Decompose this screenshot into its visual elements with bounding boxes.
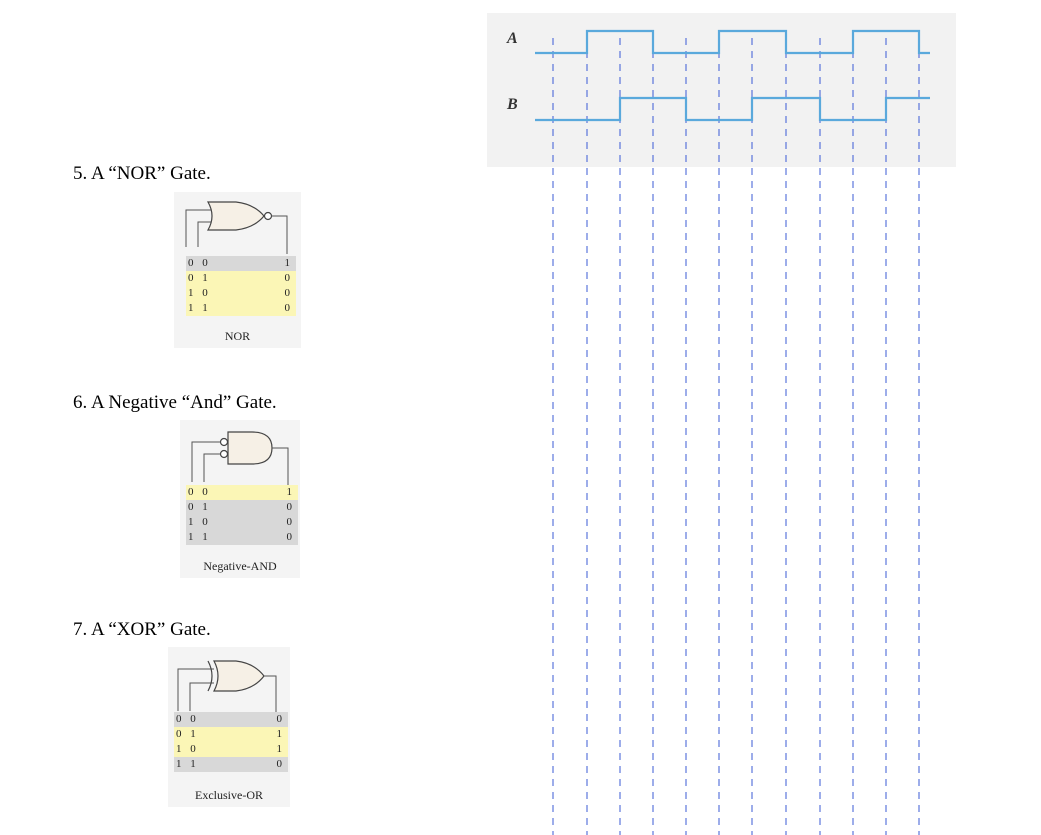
inputs: 0 0 xyxy=(188,257,211,269)
inputs: 1 1 xyxy=(176,758,199,770)
truth-table-row: 0 0 1 xyxy=(186,485,298,500)
output: 0 xyxy=(286,531,293,543)
output: 0 xyxy=(284,287,291,299)
inputs: 1 0 xyxy=(188,516,211,528)
timing-diagram-panel xyxy=(487,13,956,167)
truth-table: 0 0 1 0 1 0 1 0 0 1 1 0 xyxy=(186,485,298,545)
signal-label-b: B xyxy=(507,96,518,113)
inputs: 0 0 xyxy=(188,486,211,498)
truth-table-row: 0 0 1 xyxy=(186,256,296,271)
question-heading: 5. A “NOR” Gate. xyxy=(73,163,211,184)
negative-and-gate-figure: 0 0 1 0 1 0 1 0 0 1 1 0 Negative-AND xyxy=(180,420,300,578)
nor-gate-symbol xyxy=(185,201,288,254)
output: 0 xyxy=(284,302,291,314)
output: 0 xyxy=(286,516,293,528)
inputs: 1 1 xyxy=(188,302,211,314)
truth-table-row: 0 1 1 xyxy=(174,727,288,742)
signal-label-a: A xyxy=(507,30,518,47)
inputs: 1 0 xyxy=(188,287,211,299)
inputs: 0 1 xyxy=(176,728,199,740)
output: 1 xyxy=(284,257,291,269)
truth-table-row: 0 1 0 xyxy=(186,500,298,515)
gate-caption: NOR xyxy=(224,329,251,343)
inputs: 1 1 xyxy=(188,531,211,543)
waveform-b xyxy=(535,96,930,122)
output: 0 xyxy=(284,272,291,284)
xor-gate-figure: 0 0 0 0 1 1 1 0 1 1 1 0 Exclusive-OR xyxy=(168,647,290,807)
output: 0 xyxy=(276,713,283,725)
truth-table-row: 0 1 0 xyxy=(186,271,296,286)
truth-table-row: 1 0 1 xyxy=(174,742,288,757)
output: 1 xyxy=(276,743,283,755)
waveform-a xyxy=(535,29,930,55)
inputs: 0 0 xyxy=(176,713,199,725)
output: 0 xyxy=(286,501,293,513)
question-heading: 6. A Negative “And” Gate. xyxy=(73,392,277,413)
truth-table-row: 1 1 0 xyxy=(186,301,296,316)
truth-table-row: 1 1 0 xyxy=(186,530,298,545)
gate-caption: Exclusive-OR xyxy=(195,788,263,802)
inputs: 0 1 xyxy=(188,272,211,284)
nor-gate-figure: 0 0 1 0 1 0 1 0 0 1 1 0 NOR xyxy=(174,192,301,348)
xor-gate-symbol xyxy=(177,660,277,713)
output: 0 xyxy=(276,758,283,770)
truth-table: 0 0 1 0 1 0 1 0 0 1 1 0 xyxy=(186,256,296,316)
output: 1 xyxy=(276,728,283,740)
gate-caption: Negative-AND xyxy=(203,559,277,573)
truth-table-row: 0 0 0 xyxy=(174,712,288,727)
truth-table-row: 1 1 0 xyxy=(174,757,288,772)
inputs: 0 1 xyxy=(188,501,211,513)
inputs: 1 0 xyxy=(176,743,199,755)
question-heading: 7. A “XOR” Gate. xyxy=(73,619,211,640)
truth-table: 0 0 0 0 1 1 1 0 1 1 1 0 xyxy=(174,712,288,772)
negative-and-gate-symbol xyxy=(191,431,289,486)
output: 1 xyxy=(286,486,293,498)
truth-table-row: 1 0 0 xyxy=(186,286,296,301)
truth-table-row: 1 0 0 xyxy=(186,515,298,530)
